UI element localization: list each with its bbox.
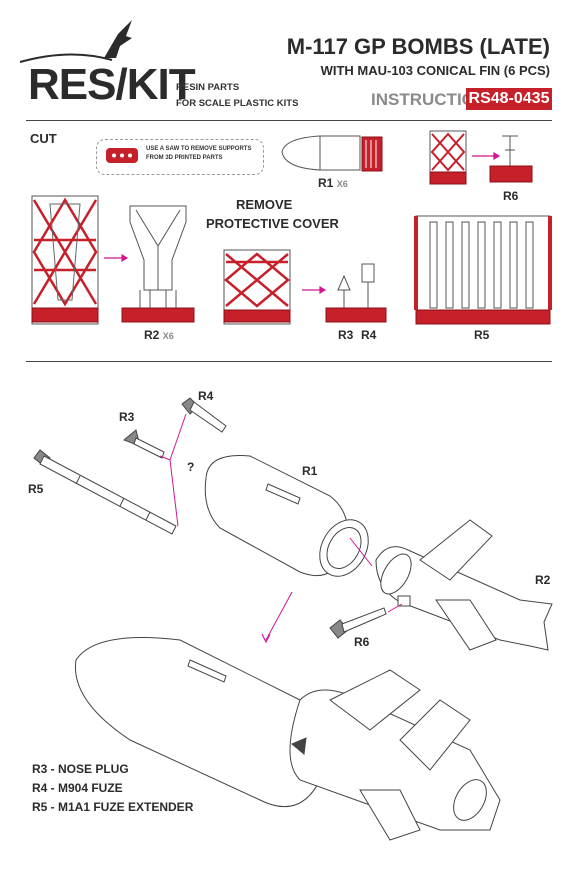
part-r6-cage-drawing [429, 130, 467, 185]
assembly-r6-drawing [329, 607, 387, 639]
assembly-complete-bomb-drawing [74, 637, 501, 841]
brand-tagline-1: RESIN PARTS [176, 82, 240, 93]
part-r6-drawing [489, 135, 533, 183]
remove-heading-1: REMOVE [236, 197, 293, 212]
process-arrows [104, 151, 501, 295]
assembly-label-r6: R6 [354, 635, 370, 649]
part-r5-drawing [414, 215, 552, 325]
assembly-label-r2: R2 [535, 573, 551, 587]
assembly-guide-lines [159, 413, 403, 644]
legend-item: R4 - M904 FUZE [32, 781, 123, 795]
assembly-label-r5: R5 [28, 482, 44, 496]
part-r2-cage-drawing [31, 195, 99, 325]
label-r4: R4 [361, 328, 377, 342]
brand-logo: RES/KIT [28, 60, 196, 109]
part-r3-r4-drawing [325, 263, 387, 323]
remove-heading-2: PROTECTIVE COVER [206, 216, 339, 231]
label-r1: R1 X6 [318, 176, 348, 190]
saw-note-line-1: USE A SAW TO REMOVE SUPPORTS [146, 146, 252, 152]
saw-note-line-2: FROM 3D PRINTED PARTS [146, 155, 223, 161]
part-r1-drawing [281, 135, 383, 172]
assembly-r5-drawing [33, 449, 177, 535]
label-r2: R2 X6 [144, 328, 174, 342]
part-r2-drawing [121, 205, 195, 323]
page-subtitle: WITH MAU-103 CONICAL FIN (6 PCS) [320, 63, 550, 78]
label-r3: R3 [338, 328, 354, 342]
brand-tagline-2: FOR SCALE PLASTIC KITS [176, 98, 299, 109]
assembly-r3-drawing [123, 429, 165, 459]
assembly-r2-drawing [375, 519, 553, 651]
section-divider [26, 361, 552, 362]
assembly-label-r3: R3 [119, 410, 135, 424]
instruction-label: INSTRUCTION [371, 90, 488, 109]
label-r5: R5 [474, 328, 490, 342]
legend-item: R5 - M1A1 FUZE EXTENDER [32, 800, 194, 814]
cut-heading: CUT [30, 131, 57, 146]
assembly-r4-drawing [181, 397, 227, 433]
assembly-label-question: ? [187, 460, 195, 474]
assembly-label-r1: R1 [302, 464, 318, 478]
label-r6: R6 [503, 189, 519, 203]
header-divider [26, 120, 552, 121]
legend-item: R3 - NOSE PLUG [32, 762, 129, 776]
page-title: M-117 GP BOMBS (LATE) [286, 34, 550, 59]
product-code-badge: RS48-0435 [466, 88, 552, 110]
assembly-label-r4: R4 [198, 389, 214, 403]
part-r3-r4-cage-drawing [223, 249, 291, 325]
assembly-r1-drawing [204, 454, 369, 577]
